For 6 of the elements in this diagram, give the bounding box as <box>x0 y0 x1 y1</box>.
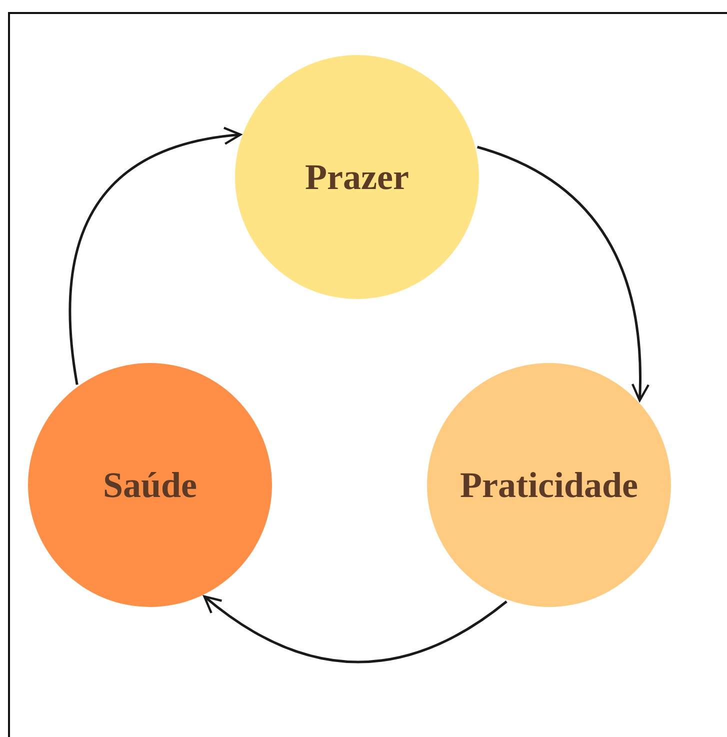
curved-arrow <box>476 146 649 402</box>
node-label: Praticidade <box>460 464 638 506</box>
curved-arrow <box>68 128 242 385</box>
node-label: Prazer <box>305 156 409 198</box>
curved-arrow <box>203 595 508 664</box>
node-label: Saúde <box>102 464 198 506</box>
